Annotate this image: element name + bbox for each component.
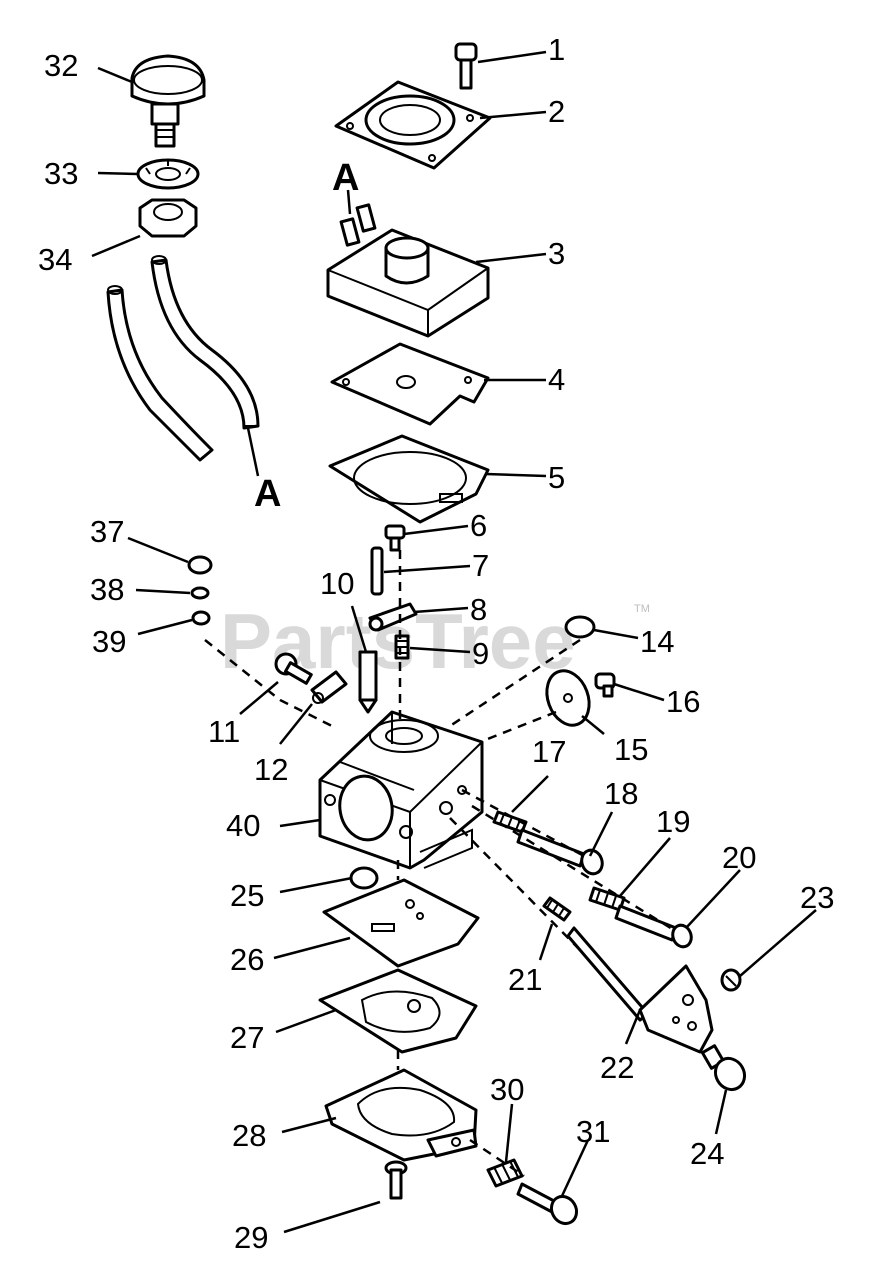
label-25: 25 (230, 878, 264, 913)
part-26-gasket (322, 878, 480, 968)
part-7-pin (370, 546, 384, 596)
part-10-needle (358, 650, 378, 714)
part-20-needle-screw (614, 904, 693, 949)
label-38: 38 (90, 572, 124, 607)
part-37-plug (187, 555, 213, 575)
label-2: 2 (548, 94, 565, 129)
label-15: 15 (614, 732, 648, 767)
part-38-o-ring (190, 586, 210, 600)
part-39-seal (191, 610, 211, 626)
part-labels: 1 2 3 4 5 6 7 8 9 10 11 12 14 15 16 17 1… (38, 32, 834, 1255)
label-8: 8 (470, 592, 487, 627)
part-6-screw (384, 524, 406, 552)
part-40-carburetor-body (318, 710, 484, 870)
label-34: 34 (38, 242, 72, 277)
part-22-throttle-shaft (566, 926, 714, 1054)
part-12-fitting (310, 670, 348, 704)
fuel-line-left (106, 285, 214, 462)
label-33: 33 (44, 156, 78, 191)
connector-label-a-top: A (332, 157, 359, 199)
label-31: 31 (576, 1114, 610, 1149)
label-39: 39 (92, 624, 126, 659)
connector-label-a-bottom: A (254, 473, 281, 515)
label-14: 14 (640, 624, 674, 659)
part-24-screw (700, 1044, 747, 1092)
label-37: 37 (90, 514, 124, 549)
label-27: 27 (230, 1020, 264, 1055)
part-30-spring (486, 1158, 524, 1188)
label-18: 18 (604, 776, 638, 811)
label-40: 40 (226, 808, 260, 843)
part-5-gasket (328, 434, 490, 524)
part-32-primer-bulb (130, 54, 206, 148)
label-6: 6 (470, 508, 487, 543)
part-11-screw (274, 652, 313, 685)
part-2-pump-cover (334, 80, 492, 170)
part-9-spring (394, 634, 410, 660)
part-29-screw (384, 1160, 408, 1200)
label-10: 10 (320, 566, 354, 601)
part-1-screw (454, 42, 478, 90)
part-28-metering-cover (324, 1068, 478, 1162)
label-3: 3 (548, 236, 565, 271)
part-23-clip (720, 968, 742, 992)
label-9: 9 (472, 636, 489, 671)
part-14-plug (564, 615, 596, 639)
label-32: 32 (44, 48, 78, 83)
part-16-screw (594, 672, 616, 698)
label-12: 12 (254, 752, 288, 787)
label-17: 17 (532, 734, 566, 769)
label-20: 20 (722, 840, 756, 875)
part-31-screw (516, 1182, 579, 1226)
part-4-diaphragm (330, 342, 490, 426)
part-27-diaphragm (318, 968, 478, 1054)
label-11: 11 (208, 714, 240, 749)
part-3-pump-body (326, 203, 490, 338)
label-29: 29 (234, 1220, 268, 1255)
label-26: 26 (230, 942, 264, 977)
part-15-washer (545, 669, 591, 727)
label-19: 19 (656, 804, 690, 839)
label-21: 21 (508, 962, 542, 997)
part-33-lock-washer (136, 158, 200, 190)
label-16: 16 (666, 684, 700, 719)
label-1: 1 (548, 32, 565, 67)
assembly-lines (204, 550, 675, 1178)
label-22: 22 (600, 1050, 634, 1085)
label-4: 4 (548, 362, 565, 397)
label-7: 7 (472, 548, 489, 583)
part-34-nut (138, 198, 198, 238)
watermark-trademark: TM (634, 603, 650, 615)
label-30: 30 (490, 1072, 524, 1107)
label-28: 28 (232, 1118, 266, 1153)
label-5: 5 (548, 460, 565, 495)
label-23: 23 (800, 880, 834, 915)
part-8-lever (368, 602, 418, 632)
part-21-spring (542, 896, 572, 922)
part-25-plug (349, 866, 379, 890)
label-24: 24 (690, 1136, 724, 1171)
leader-lines (91, 50, 817, 1234)
fuel-line-right (150, 255, 260, 430)
